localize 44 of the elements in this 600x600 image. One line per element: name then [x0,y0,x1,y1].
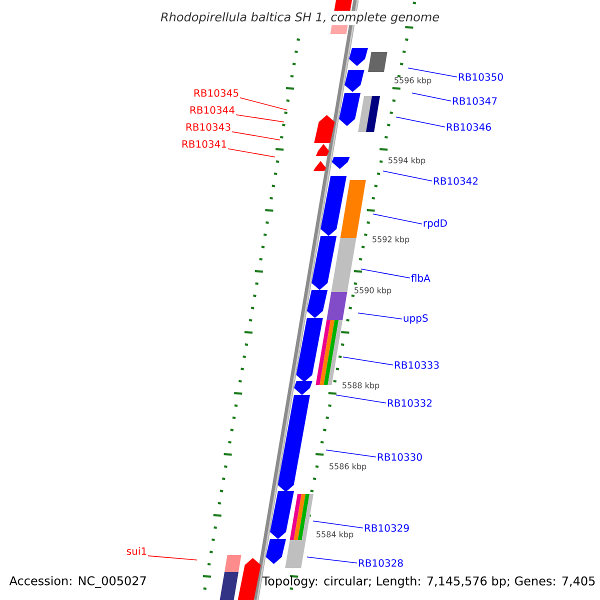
leader-line [306,556,358,564]
gene-label: RB10343 [186,123,230,131]
gene-label: RB10350 [458,73,503,81]
footer-text: Accession: NC_005027 [9,576,146,588]
gene-label: RB10344 [190,106,234,114]
leader-line [236,114,284,122]
leader-line [240,97,288,110]
gene-label: RB10332 [388,399,432,407]
scale-label: 5586 kbp [330,463,366,471]
leader-line [312,520,364,528]
gene-label: RB10346 [446,123,491,131]
leader-line [360,268,410,278]
scale-label: 5590 kbp [354,287,392,295]
scale-label: 5596 kbp [394,77,432,85]
leader-line [408,68,458,78]
leader-line [382,170,432,182]
gene-label: RB10328 [358,559,403,567]
leader-line [372,214,422,224]
leader-line [396,116,446,128]
leader-line [358,312,402,320]
scale-label: 5588 kbp [342,382,380,390]
gene-label: uppS [404,314,428,324]
scale-label: 5594 kbp [388,157,426,165]
leader-line [326,450,376,458]
gene-label: RB10342 [434,177,478,185]
gene-label: RB10345 [194,89,238,97]
gene-label: RB10333 [394,361,439,369]
title: Rhodopirellula baltica SH 1, complete genome [159,10,441,26]
leader-line [336,394,386,404]
scale-label: 5584 kbp [316,531,354,539]
gene-label: RB10341 [182,140,226,148]
gene-label: RB10330 [378,453,422,461]
leader-line [412,92,452,102]
gene-label: RB10329 [364,524,409,532]
footer-text: Topology: circular; Length: 7,145,576 bp; Genes: 7,405 [262,576,595,588]
leader-line [232,131,280,140]
leader-line [148,555,198,560]
gene-label: RB10347 [452,97,497,105]
leader-line [342,356,394,366]
gene-label: sui1 [126,547,146,555]
leader-line [228,148,276,158]
gene-label: flbA [411,274,430,282]
scale-label: 5592 kbp [372,236,410,244]
gene-label: rpdD [424,219,447,229]
